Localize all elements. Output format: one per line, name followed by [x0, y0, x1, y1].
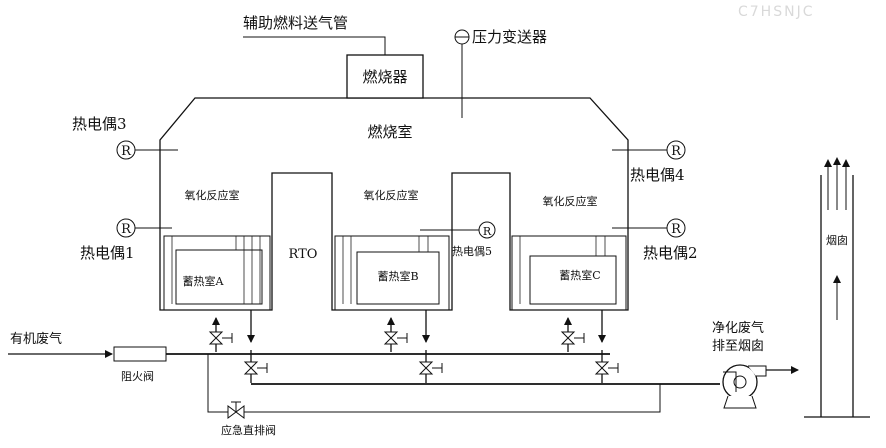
- valve-icon-outlet-c[interactable]: [594, 361, 619, 375]
- thermocouple-1-label: 热电偶1: [80, 244, 135, 262]
- flame-arrester-label: 阻火阀: [121, 369, 154, 383]
- chimney: [804, 157, 870, 418]
- thermocouple-1-icon: R: [116, 218, 172, 238]
- regen-b-label: 蓄热室B: [377, 269, 418, 283]
- chimney-label: 烟囱: [826, 233, 848, 247]
- emergency-valve-icon[interactable]: [227, 401, 245, 419]
- svg-text:R: R: [483, 225, 492, 238]
- regen-c-label: 蓄热室C: [559, 268, 600, 282]
- fuel-gas-pipe: [243, 36, 386, 55]
- svg-text:R: R: [121, 144, 132, 159]
- valve-icon-inlet-c[interactable]: [560, 331, 585, 345]
- burner-box: [346, 54, 424, 99]
- rto-label: RTO: [289, 247, 318, 262]
- centrifugal-fan-icon: [722, 364, 767, 409]
- thermocouple-5-icon: R: [420, 221, 496, 239]
- thermocouple-3-icon: R: [116, 140, 178, 160]
- regen-chamber-c: [511, 235, 627, 311]
- svg-text:R: R: [121, 222, 132, 237]
- clean-gas-label-2: 排至烟囱: [712, 339, 764, 354]
- oxidation-chamber-left-label: 氧化反应室: [185, 188, 240, 202]
- thermocouple-4-label: 热电偶4: [630, 166, 685, 184]
- watermark-text: C7HSNJC: [738, 4, 814, 20]
- organic-waste-gas-label: 有机废气: [10, 331, 62, 347]
- combustion-chamber-label: 燃烧室: [367, 123, 412, 141]
- svg-text:R: R: [671, 144, 682, 159]
- oxidation-chamber-right-label: 氧化反应室: [543, 194, 598, 208]
- svg-text:R: R: [671, 222, 682, 237]
- pressure-gauge-icon: [454, 29, 470, 118]
- pressure-transmitter-label: 压力变送器: [472, 28, 547, 46]
- emergency-valve-label: 应急直排阀: [221, 423, 276, 437]
- regen-a-label: 蓄热室A: [183, 274, 225, 288]
- aux-fuel-gas-label: 辅助燃料送气管: [243, 14, 348, 32]
- emergency-bypass-pipe: [207, 354, 661, 413]
- valve-icon-inlet-a[interactable]: [208, 331, 233, 345]
- regen-chamber-a: [163, 235, 271, 311]
- thermocouple-3-label: 热电偶3: [72, 115, 127, 133]
- flame-arrester-icon: [113, 346, 167, 362]
- valve-icon-outlet-a[interactable]: [243, 361, 268, 375]
- valve-icon-outlet-b[interactable]: [418, 361, 443, 375]
- rto-body-outline: [159, 97, 629, 311]
- valve-icon-inlet-b[interactable]: [383, 331, 408, 345]
- thermocouple-4-icon: R: [612, 140, 686, 160]
- thermocouple-2-icon: R: [612, 218, 686, 238]
- burner-label: 燃烧器: [362, 68, 407, 86]
- regen-chamber-b: [334, 235, 450, 311]
- thermocouple-2-label: 热电偶2: [643, 244, 698, 262]
- thermocouple-5-label: 热电偶5: [452, 245, 492, 258]
- clean-gas-label-1: 净化废气: [712, 320, 764, 336]
- oxidation-chamber-mid-label: 氧化反应室: [364, 188, 419, 202]
